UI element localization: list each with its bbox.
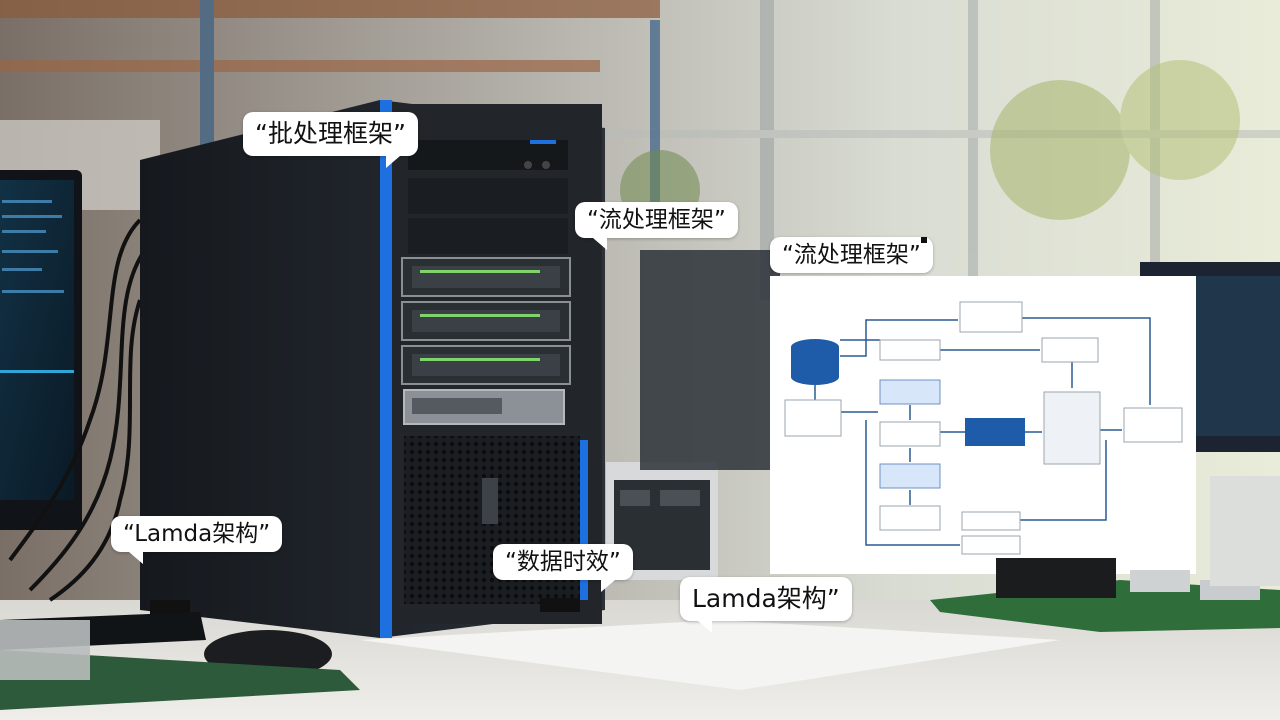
label-batch-framework: “批处理框架” [243, 112, 418, 168]
cables [8, 218, 147, 602]
label-lamda-architecture-left: “Lamda架构” [111, 516, 283, 564]
circuit-board [930, 476, 1280, 632]
desk-items [0, 612, 1060, 710]
server-tower [140, 100, 605, 638]
label-lamda-architecture-bottom: Lamda架构” [680, 577, 852, 633]
flowchart-diagram [770, 276, 1196, 574]
plants [620, 60, 1240, 230]
drive-bays [401, 257, 571, 425]
label-stream-framework-right: “流处理框架” [770, 237, 933, 273]
label-data-timeliness: “数据时效” [493, 544, 633, 592]
left-monitor [0, 170, 82, 530]
label-stream-framework-top: “流处理框架” [575, 202, 738, 250]
